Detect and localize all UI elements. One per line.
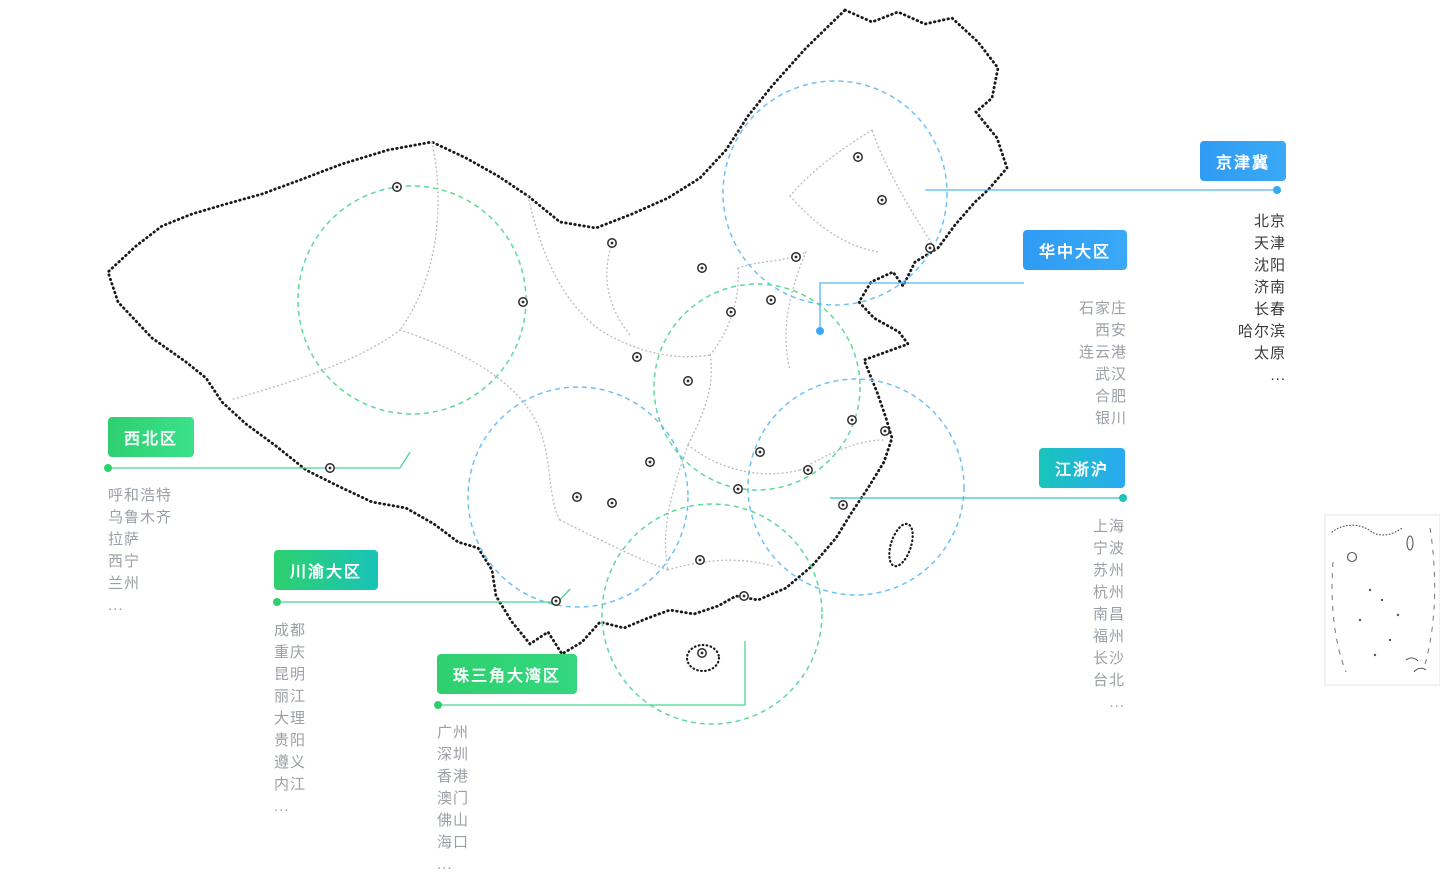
city-item: 沈阳: [1253, 257, 1286, 274]
hainan-island: [685, 643, 721, 673]
city-list-ellipsis: ...: [1109, 694, 1125, 711]
city-list-zhusanjiao: 广州 深圳 香港 澳门 佛山 海口 ...: [437, 722, 597, 876]
city-item: 西安: [1094, 322, 1127, 339]
city-item: 苏州: [1092, 562, 1125, 579]
city-item: 乌鲁木齐: [108, 509, 173, 526]
city-item: 昆明: [274, 666, 307, 683]
connector-dots: [104, 186, 1281, 709]
region-jiangzhehu: 江浙沪 上海 宁波 苏州 杭州 南昌 福州 长沙 台北 ...: [995, 448, 1125, 714]
city-item: 杭州: [1092, 584, 1125, 601]
city-item: 重庆: [274, 644, 307, 661]
city-item: 丽江: [274, 688, 307, 705]
city-item: 宁波: [1092, 540, 1125, 557]
city-list-ellipsis: ...: [1270, 367, 1286, 384]
connector-zhusanjiao: [438, 641, 746, 706]
connector-huazhong: [819, 282, 1024, 329]
city-item: 银川: [1094, 410, 1127, 427]
city-list-huazhong: 石家庄 西安 连云港 武汉 合肥 银川: [997, 298, 1127, 430]
region-chuanyu: 川渝大区 成都 重庆 昆明 丽江 大理 贵阳 遵义 内江 ...: [274, 550, 424, 818]
region-circle-zhusanjiao: [601, 503, 823, 725]
city-list-xibei: 呼和浩特 乌鲁木齐 拉萨 西宁 兰州 ...: [108, 485, 258, 617]
city-item: 呼和浩特: [108, 487, 173, 504]
city-item: 济南: [1253, 279, 1286, 296]
region-badge-jiangzhehu[interactable]: 江浙沪: [1038, 448, 1125, 488]
city-item: 长沙: [1092, 650, 1125, 667]
city-item: 广州: [437, 724, 470, 741]
city-item: 贵阳: [274, 732, 307, 749]
region-badge-huazhong[interactable]: 华中大区: [1022, 230, 1127, 270]
city-list-ellipsis: ...: [108, 597, 124, 614]
city-item: 内江: [274, 776, 307, 793]
city-list-ellipsis: ...: [437, 856, 453, 873]
city-item: 天津: [1253, 235, 1286, 252]
city-item: 遵义: [274, 754, 307, 771]
city-list-jingjinji: 北京 天津 沈阳 济南 长春 哈尔滨 太原 ...: [1156, 211, 1286, 387]
city-list-jiangzhehu: 上海 宁波 苏州 杭州 南昌 福州 长沙 台北 ...: [995, 516, 1125, 714]
city-item: 佛山: [437, 812, 470, 829]
region-circle-jiangzhehu: [747, 378, 965, 596]
south-china-sea-inset: [1324, 514, 1440, 686]
city-item: 连云港: [1078, 344, 1127, 361]
region-circle-huazhong: [653, 283, 861, 491]
region-badge-zhusanjiao[interactable]: 珠三角大湾区: [437, 654, 578, 694]
city-item: 海口: [437, 834, 470, 851]
region-badge-jingjinji[interactable]: 京津冀: [1199, 141, 1286, 181]
city-item: 拉萨: [108, 531, 141, 548]
city-item: 上海: [1092, 518, 1125, 535]
city-item: 台北: [1092, 672, 1125, 689]
city-item: 成都: [274, 622, 307, 639]
city-item: 北京: [1253, 213, 1286, 230]
taiwan-island: [888, 522, 914, 568]
city-item: 太原: [1253, 345, 1286, 362]
region-jingjinji: 京津冀 北京 天津 沈阳 济南 长春 哈尔滨 太原 ...: [1156, 141, 1286, 387]
region-zhusanjiao: 珠三角大湾区 广州 深圳 香港 澳门 佛山 海口 ...: [437, 654, 597, 876]
city-item: 西宁: [108, 553, 141, 570]
city-item: 南昌: [1092, 606, 1125, 623]
city-item: 福州: [1092, 628, 1125, 645]
city-item: 长春: [1253, 301, 1286, 318]
region-circle-chuanyu: [467, 386, 689, 608]
city-list-ellipsis: ...: [274, 798, 290, 815]
region-circle-jingjinji: [722, 80, 948, 306]
city-item: 大理: [274, 710, 307, 727]
city-list-chuanyu: 成都 重庆 昆明 丽江 大理 贵阳 遵义 内江 ...: [274, 620, 424, 818]
city-item: 澳门: [437, 790, 470, 807]
region-xibei: 西北区 呼和浩特 乌鲁木齐 拉萨 西宁 兰州 ...: [108, 417, 258, 617]
region-badge-chuanyu[interactable]: 川渝大区: [274, 550, 379, 590]
region-badge-xibei[interactable]: 西北区: [108, 417, 195, 457]
city-item: 石家庄: [1078, 300, 1127, 317]
city-item: 深圳: [437, 746, 470, 763]
region-huazhong: 华中大区 石家庄 西安 连云港 武汉 合肥 银川: [997, 230, 1127, 430]
city-item: 兰州: [108, 575, 141, 592]
connector-xibei: [108, 451, 411, 469]
city-item: 合肥: [1094, 388, 1127, 405]
city-item: 哈尔滨: [1237, 323, 1286, 340]
city-item: 武汉: [1094, 366, 1127, 383]
city-item: 香港: [437, 768, 470, 785]
region-circle-xibei: [297, 185, 527, 415]
province-borders: [229, 129, 937, 571]
